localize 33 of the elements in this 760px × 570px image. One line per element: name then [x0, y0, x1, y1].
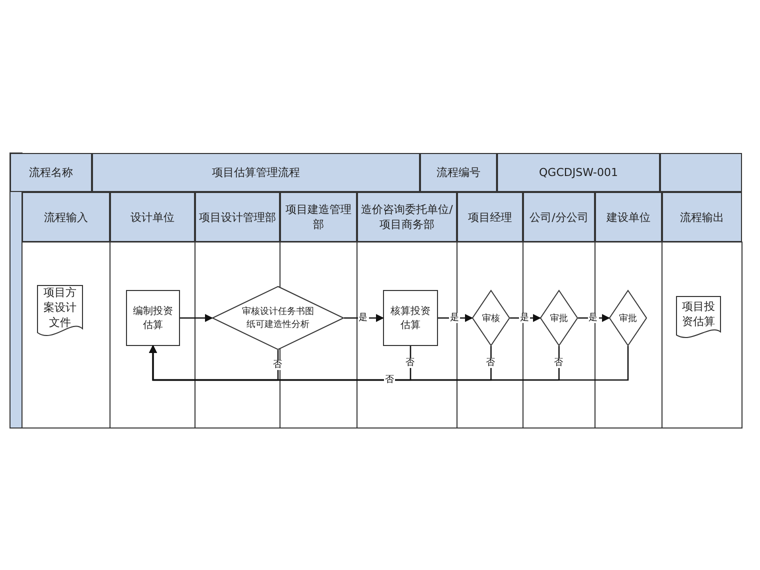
edge-label: 否 — [272, 360, 283, 370]
edge-label: 是 — [588, 313, 598, 323]
edge-label: 否 — [485, 358, 496, 368]
header-cell: 流程名称 — [10, 153, 92, 192]
decision-diamond: 审核设计任务书图纸可建造性分析 — [212, 286, 344, 350]
lane-header: 造价咨询委托单位/项目商务部 — [357, 192, 457, 242]
lane-header: 流程输入 — [22, 192, 110, 242]
lane-header: 建设单位 — [595, 192, 662, 242]
lane-header: 设计单位 — [110, 192, 195, 242]
edge-label: 是 — [519, 313, 530, 323]
arrow — [578, 314, 610, 322]
process-box: 编制投资估算 — [126, 290, 180, 346]
edge-label: 否 — [384, 375, 395, 385]
decision-diamond: 审批 — [540, 290, 578, 346]
edge-label: 否 — [404, 358, 416, 368]
arrow — [510, 314, 541, 322]
edge-label: 是 — [449, 313, 460, 323]
lane-header: 项目经理 — [457, 192, 523, 242]
edge-label: 是 — [358, 313, 368, 323]
lane-header: 项目设计管理部 — [195, 192, 280, 242]
decision-diamond: 审批 — [609, 290, 647, 346]
arrow — [180, 314, 213, 322]
lane-header: 公司/分公司 — [523, 192, 595, 242]
lane-header: 项目建造管理部 — [280, 192, 357, 242]
arrow — [344, 314, 384, 322]
header-cell: 流程编号 — [420, 153, 497, 192]
header-cell: 项目估算管理流程 — [92, 153, 420, 192]
arrow — [438, 314, 473, 322]
lane-header: 流程输出 — [662, 192, 742, 242]
process-box: 核算投资估算 — [383, 290, 438, 346]
header-cell: QGCDJSW-001 — [497, 153, 660, 192]
decision-diamond: 审核 — [472, 290, 510, 346]
edge-label: 否 — [553, 358, 564, 368]
